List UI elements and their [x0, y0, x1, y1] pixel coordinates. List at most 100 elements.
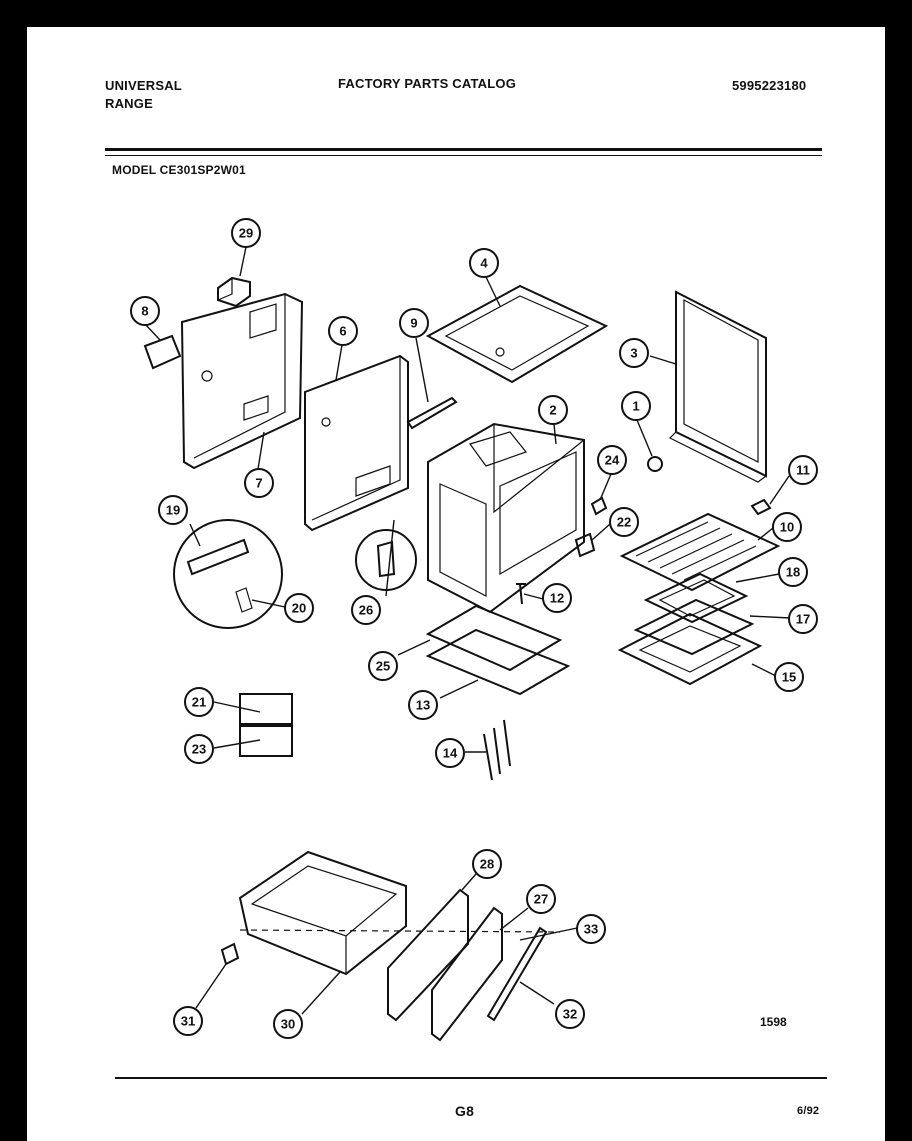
callout-7: 7	[244, 468, 274, 498]
part-connector-22	[574, 532, 596, 558]
callout-number: 28	[480, 857, 494, 872]
part-plate-8	[143, 334, 182, 370]
part-legs-14	[483, 719, 511, 781]
part-panel-6	[304, 354, 409, 532]
callout-15: 15	[774, 662, 804, 692]
callout-18: 18	[778, 557, 808, 587]
callout-13: 13	[408, 690, 438, 720]
model-number: MODEL CE301SP2W01	[112, 163, 246, 177]
footer-rule	[115, 1077, 827, 1079]
inset-detail-26	[355, 529, 417, 591]
callout-number: 4	[480, 256, 488, 271]
callout-11: 11	[788, 455, 818, 485]
part-side-panel-3	[668, 290, 767, 483]
callout-4: 4	[469, 248, 499, 278]
part-rack-10	[619, 512, 781, 592]
callout-number: 20	[292, 601, 306, 616]
callout-29: 29	[231, 218, 261, 248]
callout-number: 33	[584, 922, 598, 937]
callout-19: 19	[158, 495, 188, 525]
header-rule-thick	[105, 148, 822, 151]
brand-line-2: RANGE	[105, 96, 153, 111]
inset-detail-19-20	[173, 519, 283, 629]
brand-line-1: UNIVERSAL	[105, 78, 182, 93]
page-code: G8	[455, 1103, 475, 1119]
callout-26: 26	[351, 595, 381, 625]
callout-number: 3	[630, 346, 637, 361]
part-pan-17	[633, 598, 755, 656]
part-back-panel	[180, 292, 304, 470]
part-strip-9	[406, 396, 458, 430]
callout-number: 1	[632, 399, 639, 414]
part-oven-body-2	[427, 422, 585, 614]
callout-number: 11	[796, 463, 810, 478]
leader-lines	[144, 246, 791, 1015]
part-hinge-24	[590, 496, 608, 516]
callout-21: 21	[184, 687, 214, 717]
callout-28: 28	[472, 849, 502, 879]
callout-number: 27	[534, 892, 548, 907]
part-knob-1	[647, 456, 663, 472]
part-clip-11	[750, 498, 772, 516]
callout-number: 24	[605, 453, 620, 468]
callout-31: 31	[173, 1006, 203, 1036]
figure-code: 1598	[760, 1015, 787, 1029]
callout-10: 10	[772, 512, 802, 542]
part-grid-18	[643, 572, 749, 624]
callout-number: 25	[376, 659, 390, 674]
callout-6: 6	[328, 316, 358, 346]
callout-1: 1	[621, 391, 651, 421]
inset-box-21-23	[239, 693, 293, 757]
callout-17: 17	[788, 604, 818, 634]
callout-30: 30	[273, 1009, 303, 1039]
revision-date: 6/92	[797, 1105, 820, 1117]
part-bracket-29	[217, 276, 251, 308]
callout-number: 26	[359, 603, 373, 618]
callout-number: 30	[281, 1017, 295, 1032]
callout-number: 7	[255, 476, 262, 491]
catalog-part-number: 5995223180	[732, 78, 807, 93]
callout-number: 13	[416, 698, 430, 713]
callout-14: 14	[435, 738, 465, 768]
callout-8: 8	[130, 296, 160, 326]
part-pan-15	[617, 612, 763, 686]
header-rule-thin	[105, 155, 822, 156]
callout-number: 23	[192, 742, 206, 757]
part-pin-12	[516, 583, 526, 605]
callout-number: 15	[782, 670, 796, 685]
callout-number: 14	[443, 746, 458, 761]
callout-number: 32	[563, 1007, 577, 1022]
callout-22: 22	[609, 507, 639, 537]
callout-12: 12	[542, 583, 572, 613]
part-bottom-25	[425, 604, 563, 672]
callout-number: 17	[796, 612, 810, 627]
callout-3: 3	[619, 338, 649, 368]
callout-number: 18	[786, 565, 800, 580]
callout-32: 32	[555, 999, 585, 1029]
callout-number: 31	[181, 1014, 195, 1029]
callout-number: 19	[166, 503, 180, 518]
callout-9: 9	[399, 308, 429, 338]
part-cooktop-4	[425, 284, 609, 384]
callout-number: 8	[141, 304, 148, 319]
callout-2: 2	[538, 395, 568, 425]
callout-number: 29	[239, 226, 253, 241]
callout-number: 21	[192, 695, 206, 710]
part-trim-27	[431, 906, 503, 1042]
callout-27: 27	[526, 884, 556, 914]
callout-23: 23	[184, 734, 214, 764]
part-foot-31	[220, 942, 240, 966]
part-drawer-front-28	[387, 888, 469, 1022]
catalog-title: FACTORY PARTS CATALOG	[338, 76, 517, 91]
callout-33: 33	[576, 914, 606, 944]
callout-20: 20	[284, 593, 314, 623]
part-base-13	[425, 628, 571, 696]
callout-number: 12	[550, 591, 564, 606]
callout-24: 24	[597, 445, 627, 475]
callout-number: 9	[410, 316, 417, 331]
part-drawer-30	[238, 850, 407, 976]
callout-number: 6	[339, 324, 346, 339]
callout-number: 2	[549, 403, 556, 418]
callout-25: 25	[368, 651, 398, 681]
